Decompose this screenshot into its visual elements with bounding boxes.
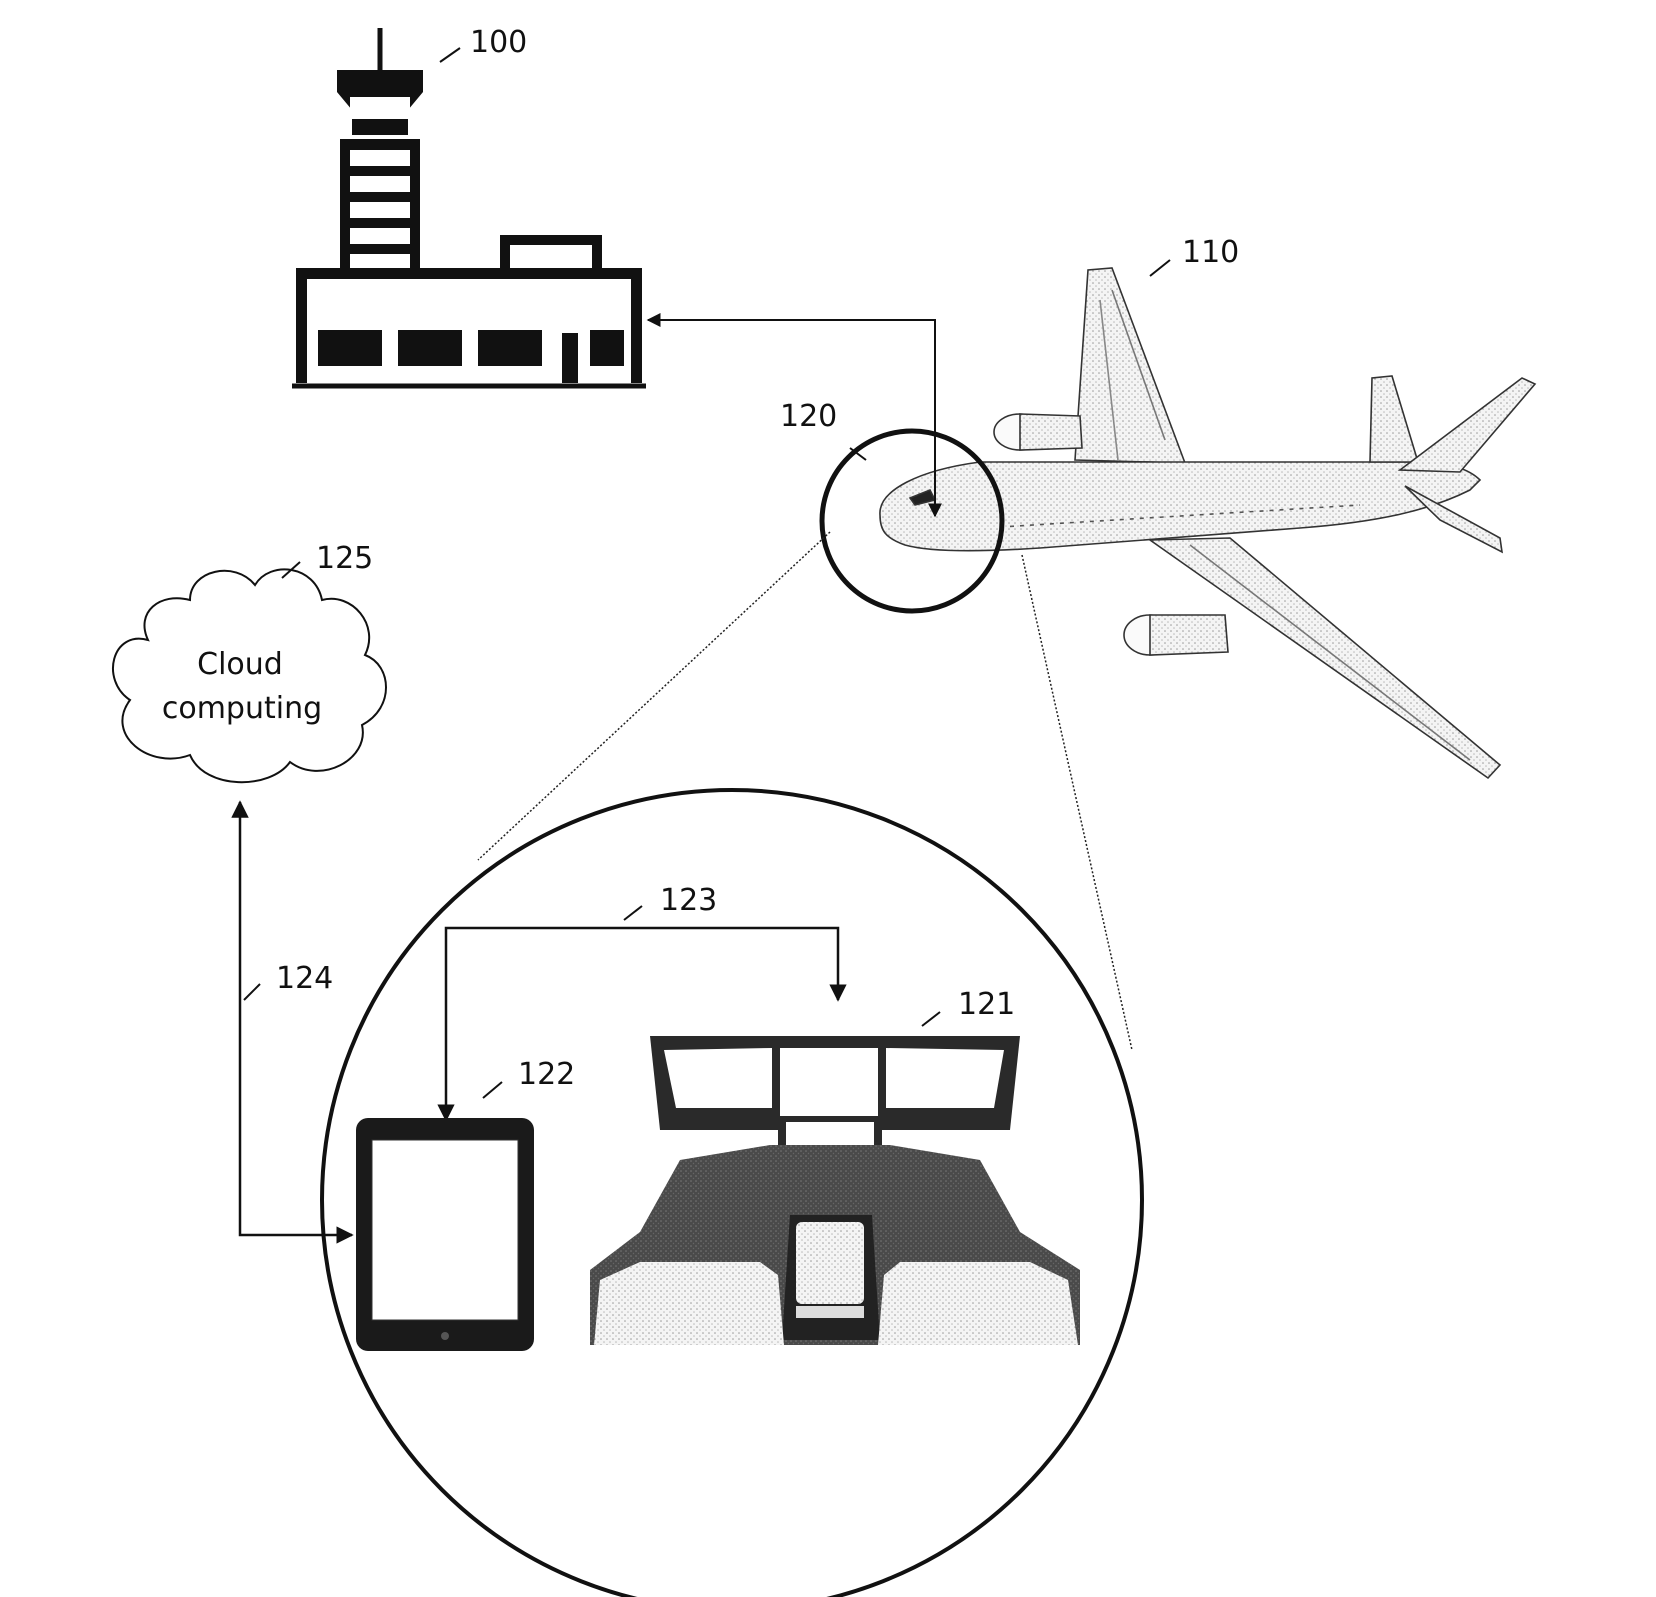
label-121: 121 [958, 987, 1015, 1022]
cloud-icon: Cloud computing [113, 569, 386, 782]
label-125: 125 [316, 541, 373, 576]
label-110: 110 [1182, 235, 1239, 270]
label-122: 122 [518, 1057, 575, 1092]
airplane-icon [880, 268, 1535, 778]
label-100: 100 [470, 25, 527, 60]
tablet-icon [356, 1118, 534, 1351]
label-124: 124 [276, 961, 333, 996]
cloud-label-line1: Cloud [197, 647, 283, 682]
control-tower-icon [292, 28, 646, 386]
label-120: 120 [780, 399, 837, 434]
zoom-line-left [478, 532, 830, 860]
tablet-cloud-link-arrow [240, 802, 352, 1235]
label-123: 123 [660, 883, 717, 918]
cloud-label-line2: computing [162, 691, 322, 726]
cockpit-icon [590, 1036, 1080, 1345]
